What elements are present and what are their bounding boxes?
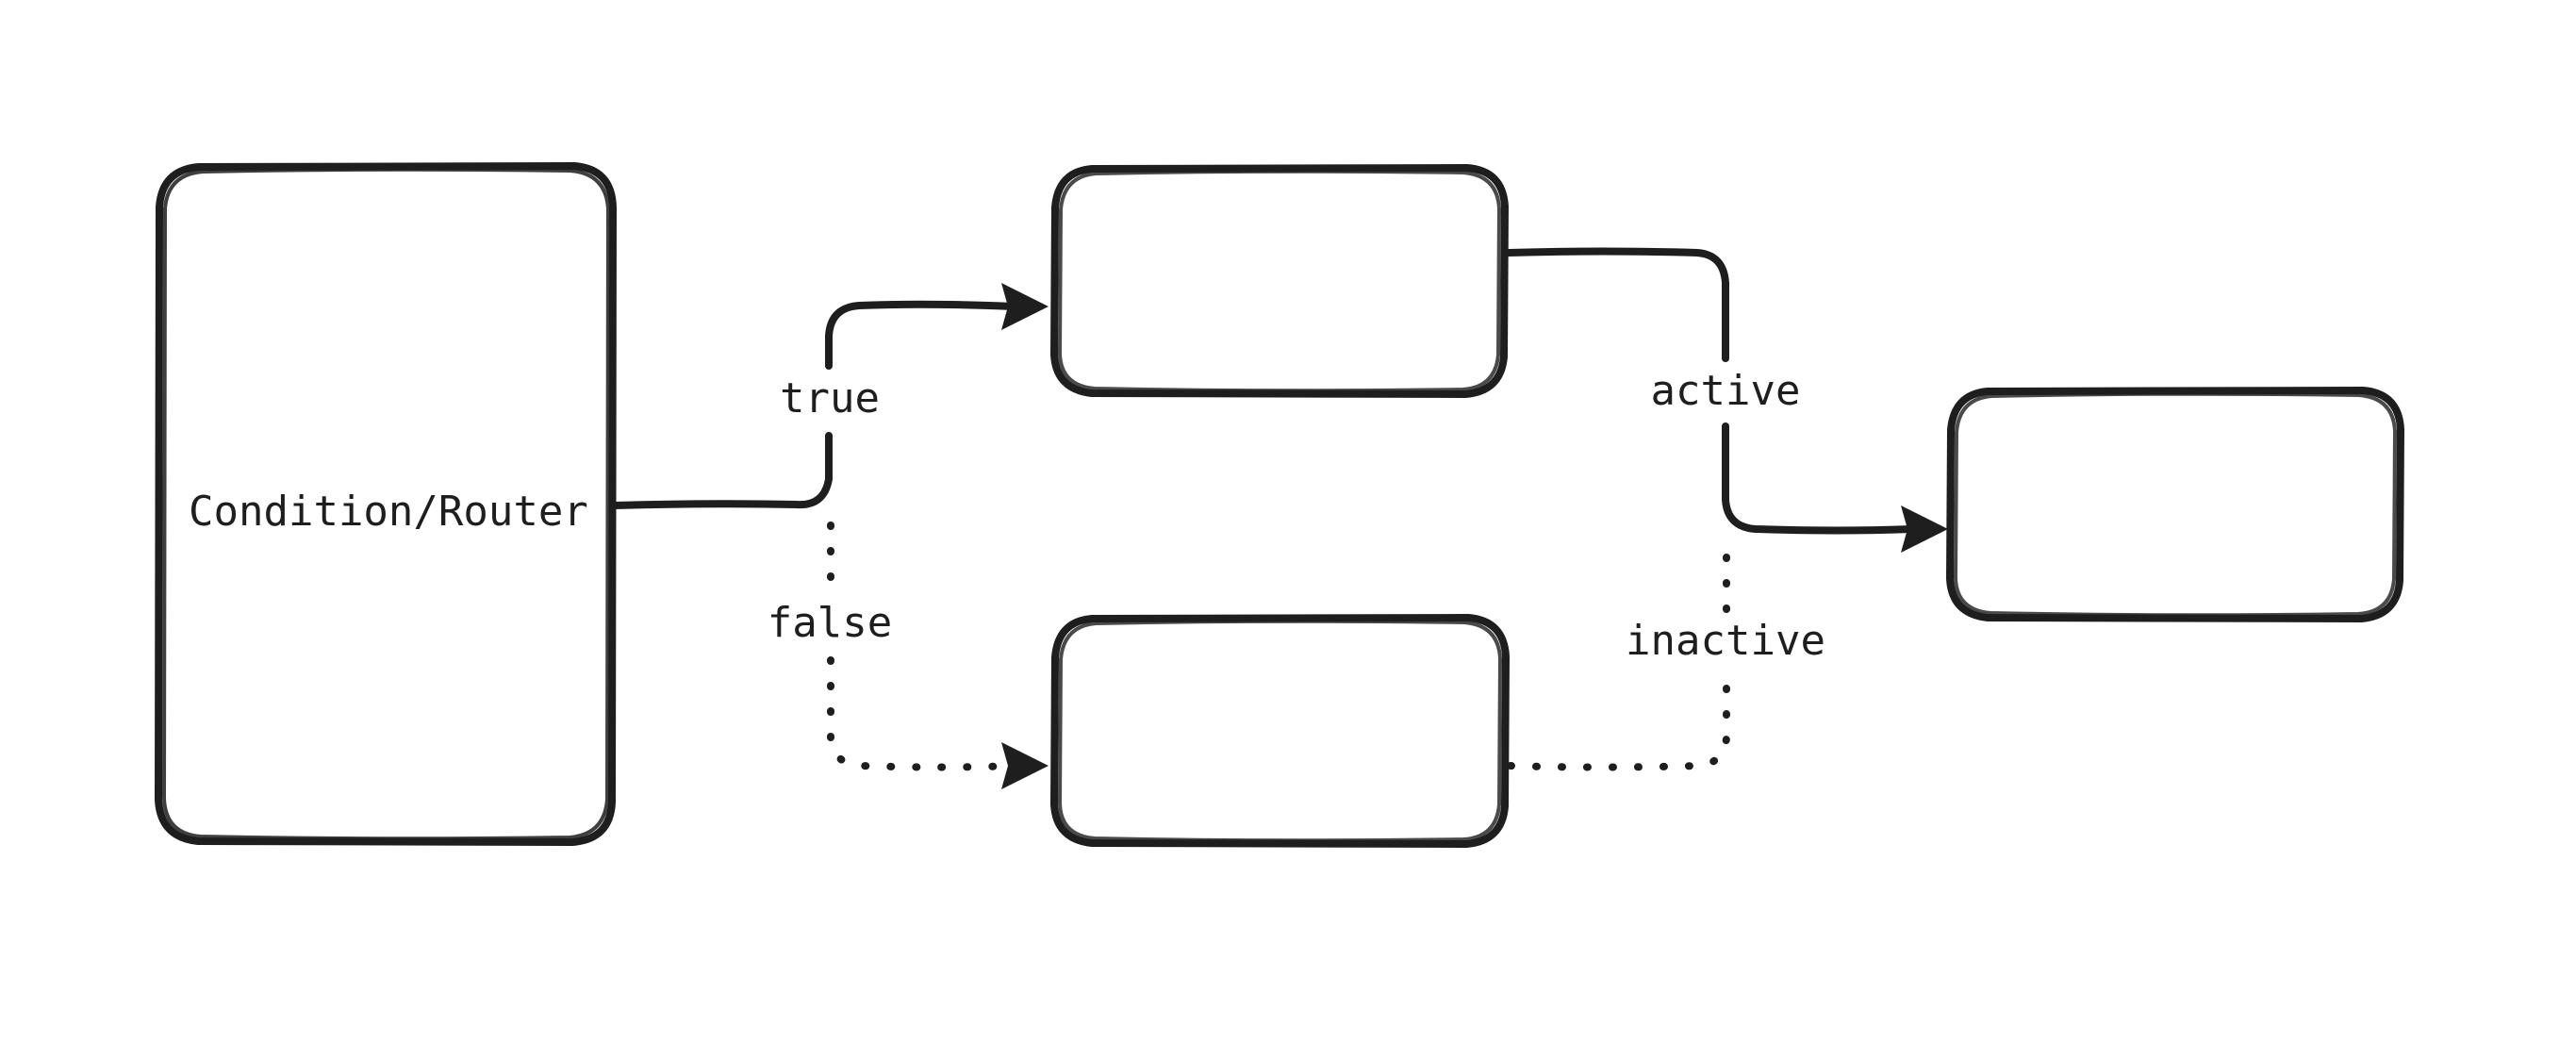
edge-inactive-label: inactive [1626,617,1825,665]
edge-false-path-lower [827,656,1017,771]
node-merge-outline-sketch [1954,391,2397,618]
edge-inactive-path-lower [1507,673,1730,771]
node-condition-router-label: Condition/Router [189,488,588,536]
node-false-branch[interactable] [1050,614,1510,848]
edge-true-arrowhead [1001,283,1049,330]
edge-active-path-lower [1722,422,1916,535]
node-condition-router-outline-sketch [162,167,610,841]
node-true-branch-outline-sketch [1058,169,1501,393]
edge-false: false [768,522,1049,789]
edge-active-path-upper [1505,247,1729,362]
edge-false-arrowhead [1001,742,1049,789]
node-condition-router[interactable]: Condition/Router [155,162,617,846]
edge-true-path-upper [825,300,1017,370]
edge-active: active [1505,247,1948,553]
edge-active-label: active [1651,367,1801,415]
edge-false-label: false [768,599,892,647]
edge-active-arrowhead [1901,505,1948,553]
edge-true: true [611,283,1049,509]
edge-true-label: true [780,374,880,422]
edge-true-path-lower [611,432,833,509]
edge-inactive: inactive [1507,545,1825,771]
node-false-branch-outline-sketch [1058,619,1502,843]
node-true-branch[interactable] [1050,164,1509,398]
node-merge[interactable] [1946,387,2404,622]
